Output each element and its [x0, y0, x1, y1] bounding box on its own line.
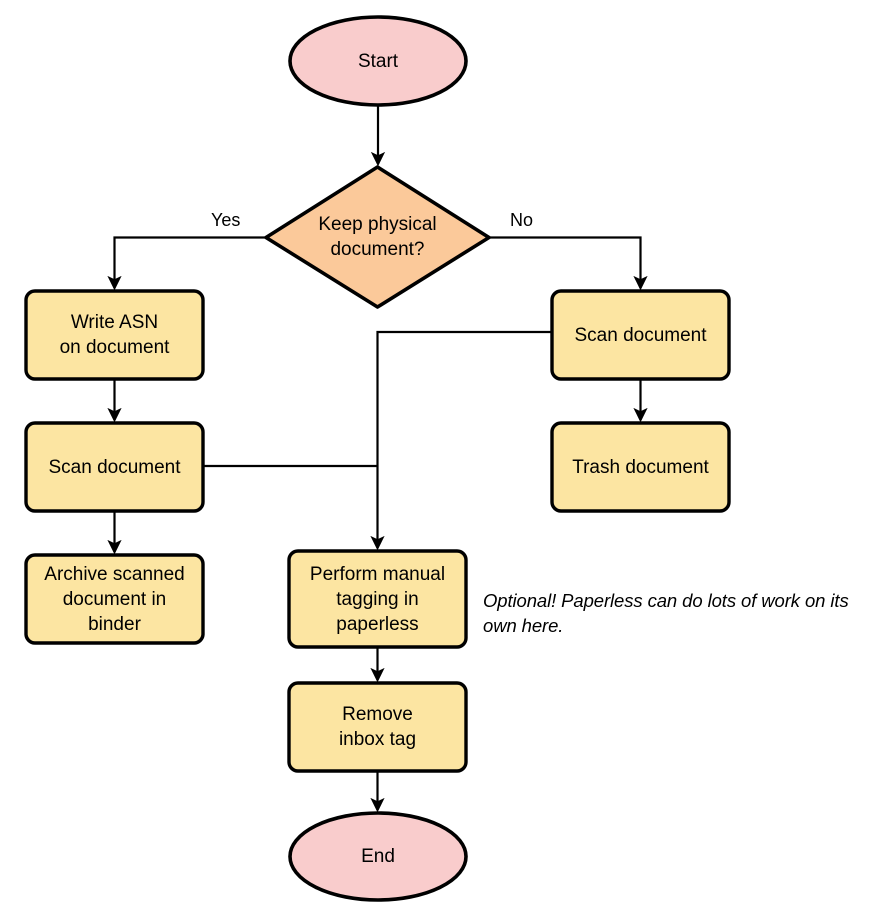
node-trash-document[interactable] — [552, 423, 729, 511]
node-perform-manual-tagging[interactable] — [289, 551, 466, 647]
node-scan-document-right — [550, 289, 731, 381]
node-remove-inbox-tag — [287, 681, 468, 773]
edge-decision-no — [489, 236, 648, 291]
node-end — [288, 811, 468, 902]
optional-note: Optional! Paperless can do lots of work … — [483, 590, 849, 636]
node-start[interactable] — [290, 17, 466, 105]
node-layer — [24, 15, 731, 902]
node-keep-physical — [264, 165, 491, 309]
node-scan-document-right[interactable] — [552, 291, 729, 379]
node-perform-manual-tagging — [287, 549, 468, 649]
edge-label-yes: Yes — [211, 210, 241, 230]
node-start — [288, 15, 468, 107]
node-archive-scanned[interactable] — [26, 555, 203, 643]
edge-decision-yes — [107, 236, 266, 291]
node-end[interactable] — [290, 813, 466, 900]
edge-label-no: No — [510, 210, 534, 230]
edge-scan-right-to-tagging — [370, 330, 552, 551]
node-keep-physical[interactable] — [266, 167, 489, 307]
node-write-asn[interactable] — [26, 291, 203, 379]
node-archive-scanned — [24, 553, 205, 645]
edge-layer — [107, 105, 648, 813]
node-scan-document-left[interactable] — [26, 423, 203, 511]
node-remove-inbox-tag[interactable] — [289, 683, 466, 771]
node-scan-document-left — [24, 421, 205, 513]
node-write-asn — [24, 289, 205, 381]
node-trash-document — [550, 421, 731, 513]
